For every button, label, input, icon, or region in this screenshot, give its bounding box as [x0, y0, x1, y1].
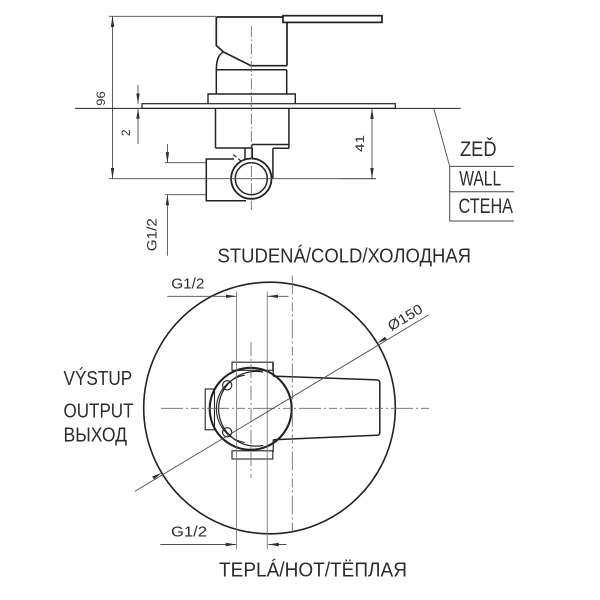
svg-text:STUDENÁ/COLD/ХОЛОДНАЯ: STUDENÁ/COLD/ХОЛОДНАЯ	[218, 245, 472, 268]
svg-text:G1/2: G1/2	[144, 218, 160, 251]
svg-text:41: 41	[353, 135, 367, 152]
svg-text:OUTPUT: OUTPUT	[64, 399, 134, 422]
svg-text:2: 2	[119, 129, 133, 136]
svg-text:VÝSTUP: VÝSTUP	[64, 367, 133, 390]
svg-text:ZEĎ: ZEĎ	[460, 136, 497, 161]
svg-text:G1/2: G1/2	[171, 524, 207, 541]
svg-text:G1/2: G1/2	[171, 275, 204, 292]
svg-text:96: 96	[94, 91, 108, 106]
svg-text:TEPLÁ/HOT/ТЁПЛАЯ: TEPLÁ/HOT/ТЁПЛАЯ	[219, 559, 407, 582]
svg-text:ВЫХОД: ВЫХОД	[64, 424, 128, 447]
svg-text:СТЕНА: СТЕНА	[459, 194, 514, 218]
svg-text:WALL: WALL	[459, 166, 501, 190]
